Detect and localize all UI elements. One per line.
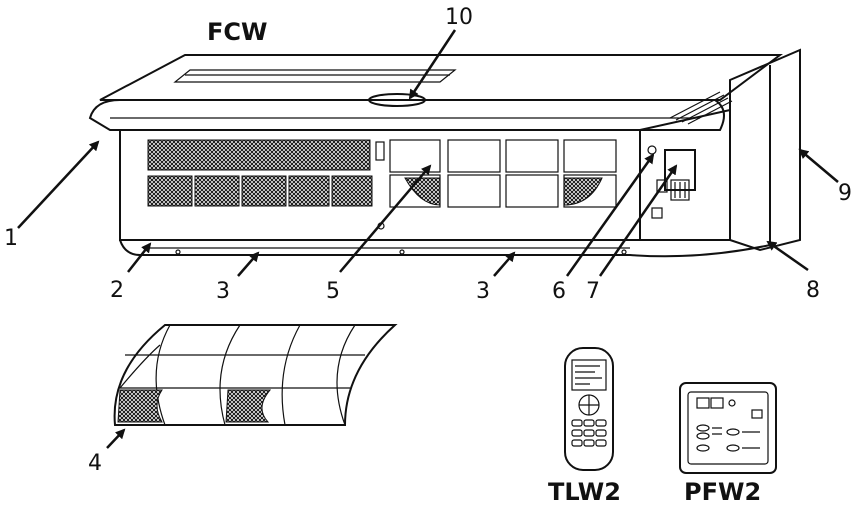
unit-title: FCW <box>207 18 267 46</box>
air-filter <box>113 324 398 426</box>
callout-5: 5 <box>326 279 340 304</box>
indoor-unit <box>88 48 801 258</box>
callout-arrows <box>17 29 839 449</box>
wall-control-panel <box>679 382 777 474</box>
remote-control <box>564 347 614 471</box>
wall-panel-label: PFW2 <box>684 478 761 506</box>
remote-label: TLW2 <box>548 478 621 506</box>
callout-8: 8 <box>806 278 820 303</box>
callout-10: 10 <box>445 5 473 30</box>
callout-2: 2 <box>110 278 124 303</box>
callout-7: 7 <box>586 279 600 304</box>
top-knob <box>368 93 426 107</box>
callout-1: 1 <box>4 226 18 251</box>
callout-3b: 3 <box>476 279 490 304</box>
callout-6: 6 <box>552 279 566 304</box>
callout-9: 9 <box>838 181 852 206</box>
callout-4: 4 <box>88 451 102 476</box>
callout-3a: 3 <box>216 279 230 304</box>
